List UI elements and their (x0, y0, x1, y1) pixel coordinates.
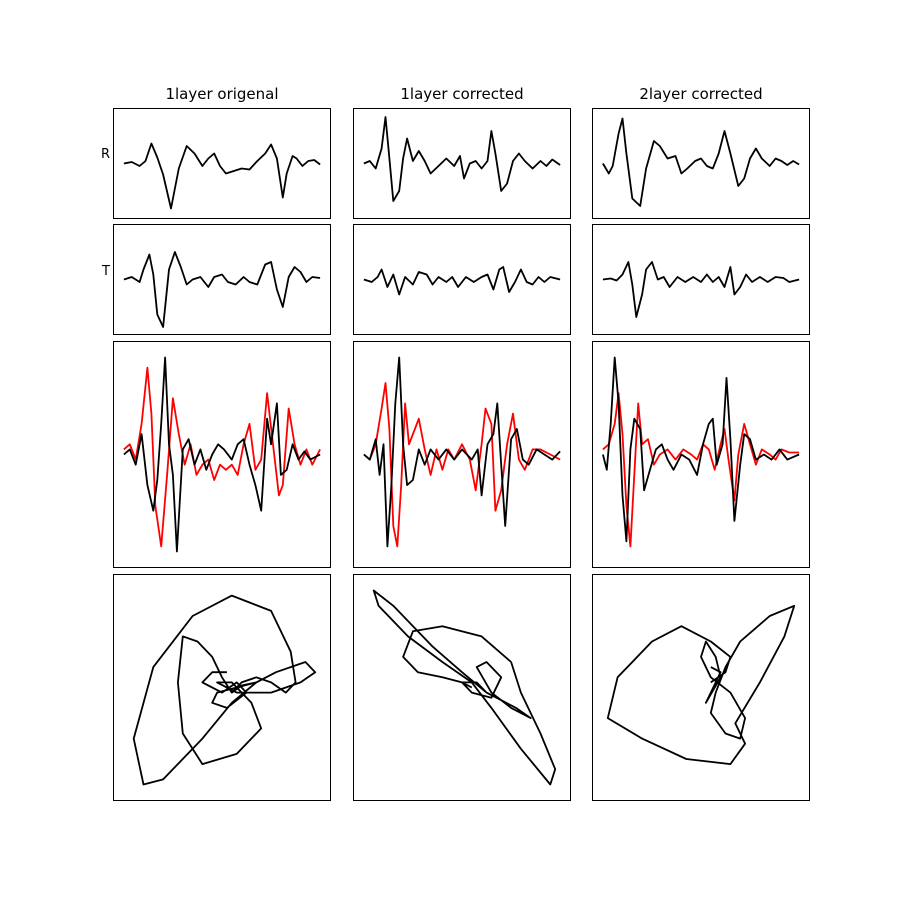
axes-frame-1layer-corrected-overlay (353, 341, 571, 568)
trace-2layer-corrected-t-black-0 (602, 261, 800, 318)
panel-2layer-corrected-overlay (592, 341, 810, 568)
trace-2layer-corrected-overlay-red-0 (602, 392, 800, 548)
trace-1layer-origenal-overlay-red-0 (123, 366, 321, 548)
trace-1layer-corrected-overlay-black-1 (363, 356, 561, 548)
panel-1layer-origenal-overlay (113, 341, 331, 568)
trace-2layer-corrected-r-black-0 (602, 117, 800, 207)
panel-1layer-corrected-overlay (353, 341, 571, 568)
trace-1layer-corrected-r-black-0 (363, 116, 561, 202)
axes-frame-2layer-corrected-r (592, 108, 810, 219)
axes-frame-1layer-corrected-particle-motion (353, 574, 571, 801)
axes-frame-1layer-corrected-r (353, 108, 571, 219)
panel-2layer-corrected-particle-motion (592, 574, 810, 801)
column-title-2layer-corrected: 2layer corrected (639, 85, 763, 103)
trace-2layer-corrected-overlay-black-1 (602, 356, 800, 543)
column-title-1layer-corrected: 1layer corrected (400, 85, 524, 103)
panel-2layer-corrected-t (592, 224, 810, 335)
trace-1layer-origenal-particle-motion-black-0 (132, 594, 317, 786)
axes-frame-1layer-origenal-r (113, 108, 331, 219)
panel-1layer-origenal-particle-motion (113, 574, 331, 801)
trace-1layer-origenal-r-black-0 (123, 142, 321, 210)
axes-frame-2layer-corrected-particle-motion (592, 574, 810, 801)
panel-1layer-corrected-t (353, 224, 571, 335)
trace-1layer-origenal-overlay-black-1 (123, 356, 321, 553)
axes-frame-1layer-origenal-t (113, 224, 331, 335)
panel-1layer-corrected-r (353, 108, 571, 219)
axes-frame-2layer-corrected-overlay (592, 341, 810, 568)
trace-2layer-corrected-particle-motion-black-0 (606, 604, 796, 765)
row-label-r: R (101, 147, 111, 162)
panel-1layer-origenal-t (113, 224, 331, 335)
axes-frame-2layer-corrected-t (592, 224, 810, 335)
axes-frame-1layer-corrected-t (353, 224, 571, 335)
trace-1layer-origenal-t-black-0 (123, 251, 321, 328)
axes-frame-1layer-origenal-particle-motion (113, 574, 331, 801)
trace-1layer-corrected-t-black-0 (363, 266, 561, 296)
panel-1layer-corrected-particle-motion (353, 574, 571, 801)
axes-frame-1layer-origenal-overlay (113, 341, 331, 568)
row-label-t: T (102, 264, 110, 279)
trace-1layer-corrected-overlay-red-0 (363, 382, 561, 548)
panel-2layer-corrected-r (592, 108, 810, 219)
panel-1layer-origenal-r (113, 108, 331, 219)
trace-1layer-corrected-particle-motion-black-0 (372, 589, 557, 786)
column-title-1layer-origenal: 1layer origenal (165, 85, 279, 103)
